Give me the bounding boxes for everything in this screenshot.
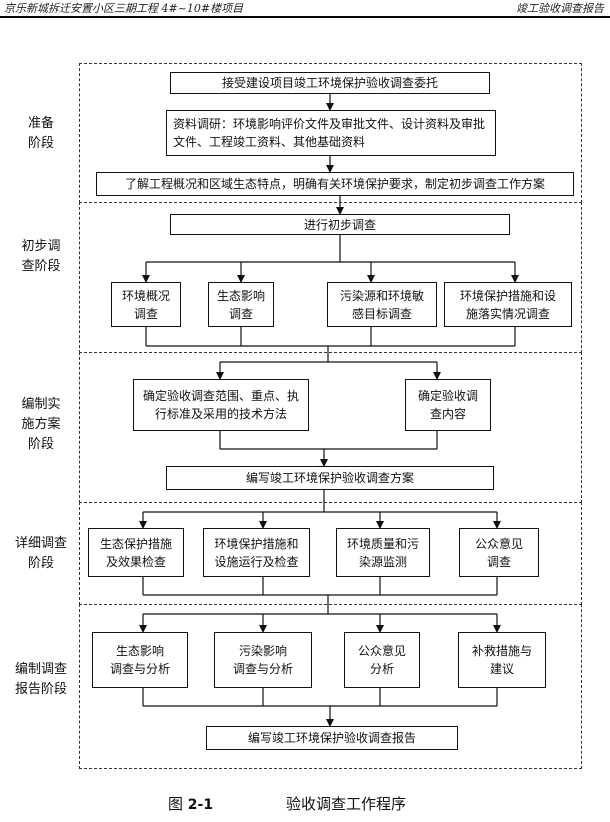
box-pollution-impact-analysis: 污染影响 调查与分析	[214, 632, 312, 688]
header-rule	[0, 16, 610, 18]
box-eco-measures-check: 生态保护措施 及效果检查	[88, 528, 184, 577]
stage-label-preliminary: 初步调 查阶段	[21, 239, 61, 274]
header-project-name: 京乐新城拆迁安置小区三期工程 4#~10#楼项目	[4, 2, 244, 15]
figure-label: 图 2-1	[168, 795, 214, 813]
box-eco-impact-analysis: 生态影响 调查与分析	[92, 632, 188, 688]
box-accept-entrustment: 接受建设项目竣工环境保护验收调查委托	[170, 72, 490, 94]
box-write-survey-report: 编写竣工环境保护验收调查报告	[206, 726, 458, 750]
stage-label-preparation: 准备 阶段	[27, 116, 54, 151]
box-protection-implementation: 环境保护措施和设 施落实情况调查	[444, 282, 572, 327]
box-preliminary-survey: 进行初步调查	[170, 214, 510, 235]
stage-frame-report	[79, 604, 582, 769]
figure-title: 验收调查工作程序	[286, 795, 407, 813]
box-determine-scope: 确定验收调查范围、重点、执 行标准及采用的技术方法	[133, 379, 309, 431]
box-write-survey-plan: 编写竣工环境保护验收调查方案	[166, 466, 494, 490]
box-data-research: 资料调研：环境影响评价文件及审批文件、设计资料及审批文件、工程竣工资料、其他基础…	[166, 110, 496, 156]
box-facility-operation-check: 环境保护措施和 设施运行及检查	[203, 528, 310, 577]
box-quality-monitoring: 环境质量和污 染源监测	[336, 528, 430, 577]
box-understand-project: 了解工程概况和区域生态特点，明确有关环境保护要求，制定初步调查工作方案	[96, 172, 574, 196]
box-pollution-sensitive: 污染源和环境敏 感目标调查	[327, 282, 437, 327]
box-determine-content: 确定验收调 查内容	[405, 379, 491, 431]
box-ecological-impact: 生态影响 调查	[208, 282, 274, 327]
stage-label-detailed: 详细调查 阶段	[14, 536, 67, 571]
stage-label-plan: 编制实 施方案 阶段	[21, 397, 61, 452]
box-environment-overview: 环境概况 调查	[111, 282, 181, 327]
box-public-opinion-survey: 公众意见 调查	[459, 528, 539, 577]
stage-label-report: 编制调查 报告阶段	[14, 662, 67, 697]
box-public-opinion-analysis: 公众意见 分析	[344, 632, 420, 688]
box-remedial-measures: 补救措施与 建议	[458, 632, 546, 688]
header-report-title: 竣工验收调查报告	[516, 2, 604, 15]
